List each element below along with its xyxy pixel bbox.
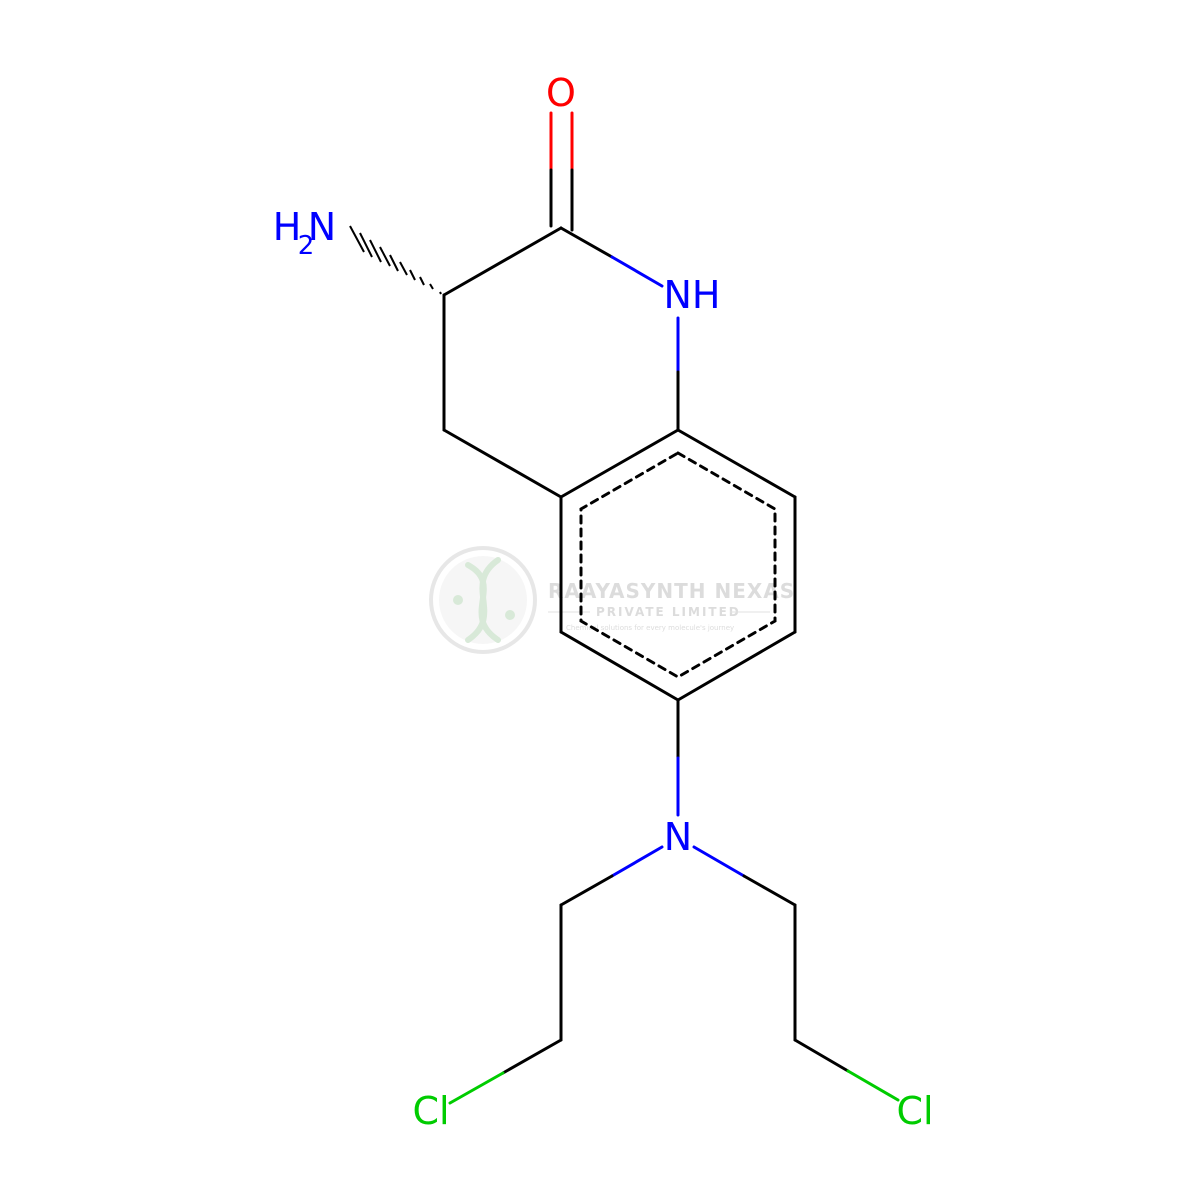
atom-ring-nh: NH	[664, 273, 721, 317]
atom-amine-n: N	[308, 205, 336, 249]
bond-c4-c4a	[442, 428, 563, 499]
watermark-logo-ring	[429, 546, 537, 654]
bond-c6-c5	[559, 630, 680, 702]
dna-helix-icon	[453, 557, 515, 643]
bond-n-ch2-left-c	[559, 874, 614, 907]
bond-ch2-cl-right-c	[793, 1038, 850, 1073]
watermark: RAAYASYNTH NEXAS PRIVATE LIMITED Chemica…	[429, 546, 795, 654]
atom-chlorine-right: Cl	[896, 1089, 933, 1133]
atom-oxygen: O	[546, 71, 576, 115]
atom-amine-subscript: 2	[298, 231, 315, 261]
bond-n-ch2-left-n	[610, 845, 664, 878]
bond-c2-n1-c	[559, 226, 614, 259]
bond-c8a-c8	[676, 428, 797, 499]
bond-ch2-cl-left-cl	[448, 1071, 505, 1105]
watermark-title: RAAYASYNTH NEXAS	[548, 579, 795, 603]
bond-n-ch2-right-c	[742, 874, 797, 907]
watermark-subtitle: PRIVATE LIMITED	[596, 605, 741, 619]
bonds	[442, 111, 900, 1105]
bond-ch2-cl-right-cl	[846, 1069, 900, 1102]
atom-tertiary-n: N	[664, 815, 692, 859]
bond-n-ch2-right-n	[692, 845, 746, 878]
watermark-tagline: Chemical solutions for every molecule's …	[566, 624, 734, 632]
atom-amine-h: H	[273, 205, 302, 249]
atom-labels: O H 2 N NH N Cl Cl	[273, 71, 934, 1133]
bond-c2-c3	[442, 226, 563, 297]
bond-ch2-cl-left-c	[501, 1038, 563, 1075]
aromatic-ring-inner	[579, 451, 777, 679]
bond-c2-n1-n	[610, 255, 664, 288]
hashed-wedge-bond	[349, 225, 442, 295]
bond-c4a-c8a	[559, 428, 680, 499]
bond-c7-c6	[676, 630, 797, 702]
atom-chlorine-left: Cl	[412, 1089, 449, 1133]
